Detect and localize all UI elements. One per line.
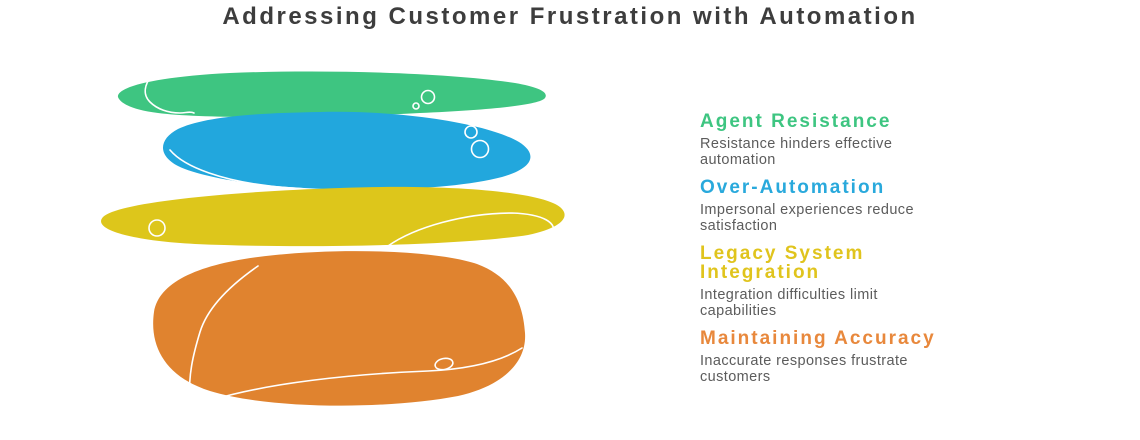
agent-resistance-blob-group [117, 71, 546, 118]
section-heading-over-automation: Over-Automation [700, 176, 886, 198]
yellow-blob-arc [387, 212, 555, 247]
blue-blob-squiggle [169, 149, 306, 190]
green-blob-squiggle [144, 74, 195, 114]
legacy-system-integration-blob-group [101, 186, 565, 247]
section-description-legacy-system-integration: Integration difficulties limit capabilit… [700, 286, 878, 319]
over-automation-blob [162, 111, 531, 190]
section-heading-agent-resistance: Agent Resistance [700, 111, 892, 132]
blue-blob-bubble-small [464, 125, 478, 139]
section-over-automation: Over-Automation Impersonal experiences r… [700, 178, 1030, 235]
orange-blob-left-squiggle [188, 265, 259, 401]
blue-blob-bubble-large [470, 139, 490, 159]
section-description-agent-resistance: Resistance hinders effective automation [700, 136, 893, 168]
maintaining-accuracy-blob-group [153, 251, 526, 406]
over-automation-blob-group [162, 111, 531, 190]
maintaining-accuracy-blob [153, 251, 526, 406]
orange-blob-bubble [434, 357, 454, 371]
section-heading-legacy-system-integration: Legacy System Integration [700, 242, 865, 283]
section-maintaining-accuracy: Maintaining Accuracy Inaccurate response… [700, 329, 1030, 386]
legend-column: Agent Resistance Resistance hinders effe… [700, 112, 1030, 395]
green-blob-bubble-large [420, 89, 436, 105]
green-blob-bubble-small [412, 102, 420, 110]
section-heading-maintaining-accuracy: Maintaining Accuracy [700, 327, 936, 349]
section-description-maintaining-accuracy: Inaccurate responses frustrate customers [700, 352, 908, 385]
legacy-system-integration-blob [101, 186, 565, 247]
agent-resistance-blob [117, 71, 546, 118]
section-agent-resistance: Agent Resistance Resistance hinders effe… [700, 112, 1030, 169]
page-title: Addressing Customer Frustration with Aut… [222, 3, 918, 30]
section-legacy-system-integration: Legacy System Integration Integration di… [700, 244, 1030, 320]
yellow-blob-bubble [148, 219, 166, 237]
section-description-over-automation: Impersonal experiences reduce satisfacti… [700, 201, 914, 234]
orange-blob-bottom-wave [211, 347, 523, 401]
